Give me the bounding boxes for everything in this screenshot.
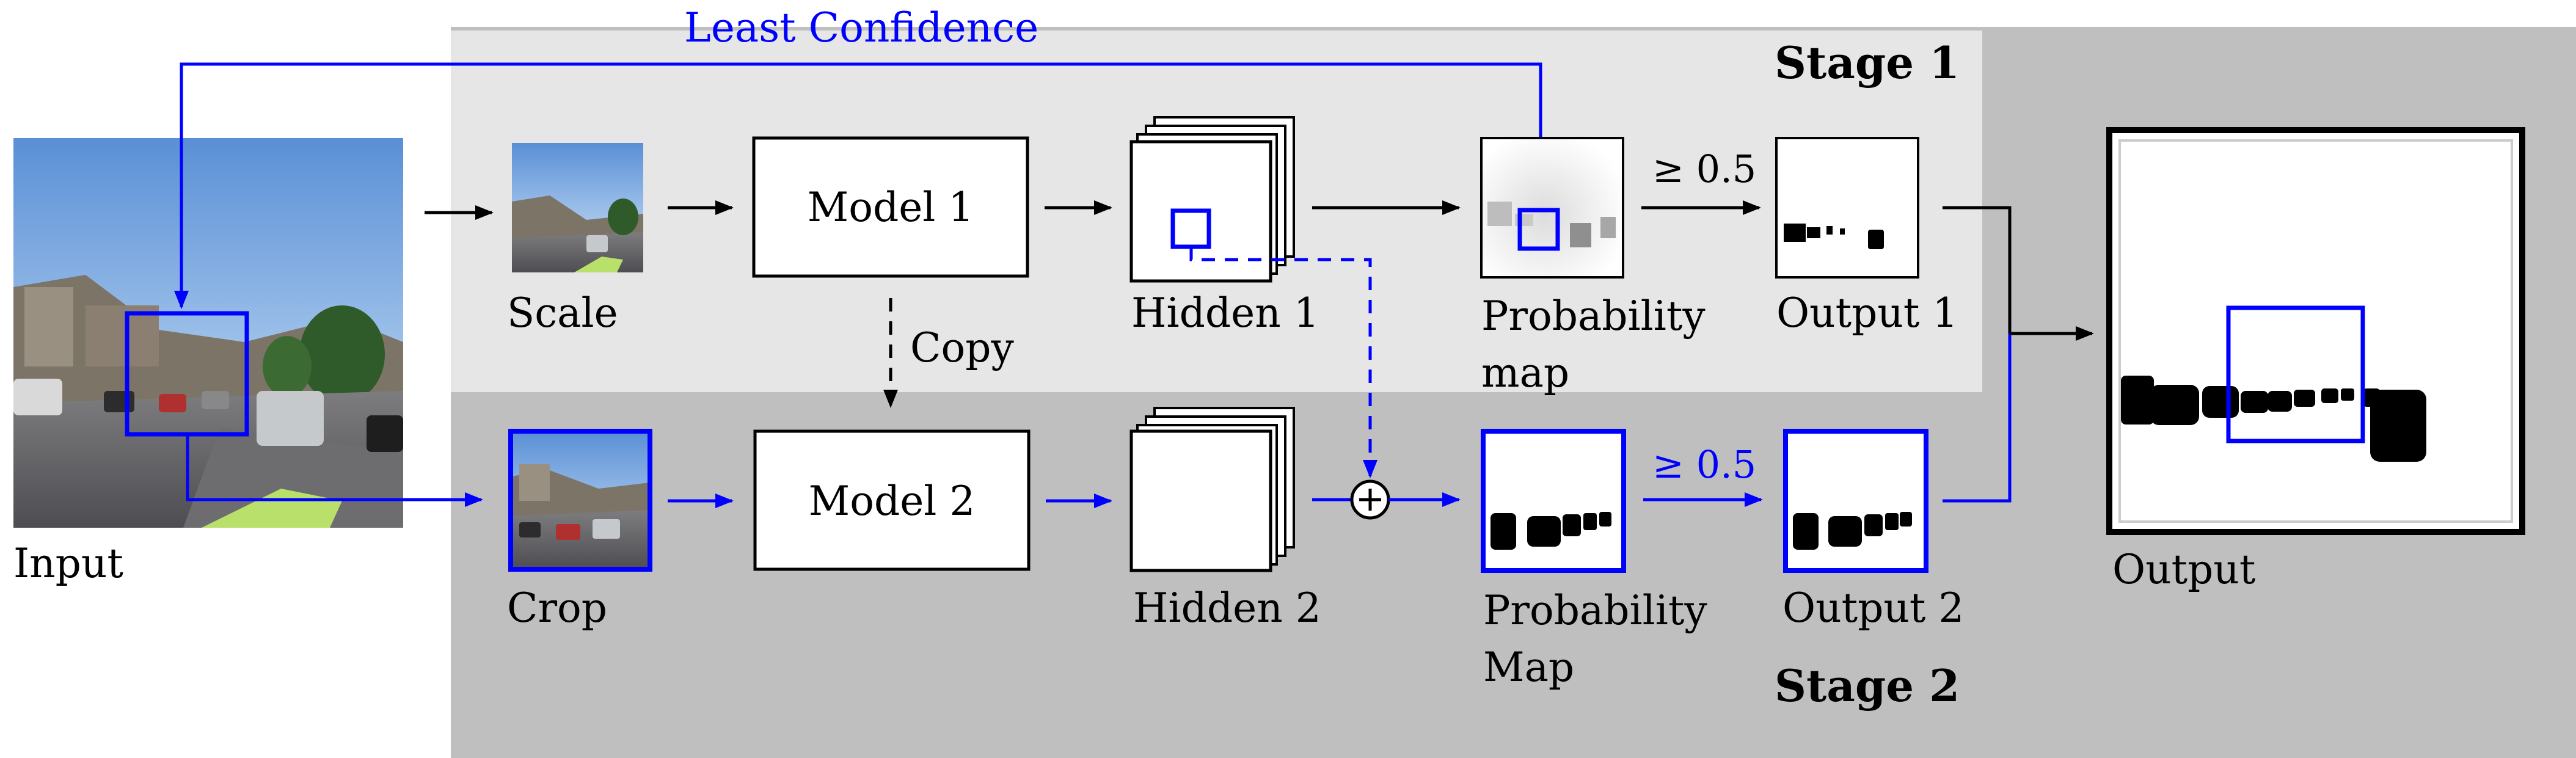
- probmap1-label-line1: Probability: [1481, 293, 1706, 340]
- probmap1-image: [1480, 137, 1624, 279]
- output-label: Output: [2112, 546, 2255, 593]
- probmap2-label-line2: Map: [1483, 644, 1574, 691]
- hidden2-label: Hidden 2: [1133, 585, 1321, 632]
- output1-to-merge-line: [1943, 206, 2012, 333]
- output2-to-merge-line: [1943, 333, 2012, 503]
- combine-plus-node: [1350, 479, 1390, 520]
- output1-label: Output 1: [1776, 290, 1958, 337]
- final-output-region-box: [2226, 305, 2365, 443]
- input-label: Input: [13, 540, 123, 587]
- threshold2-label: ≥ 0.5: [1652, 442, 1756, 487]
- threshold1-label: ≥ 0.5: [1652, 147, 1756, 191]
- scale-label: Scale: [507, 290, 618, 337]
- crop-label: Crop: [507, 585, 607, 632]
- output1-image: [1775, 137, 1919, 279]
- stage1-title: Stage 1: [1775, 37, 1960, 89]
- probmap2-label-line1: Probability: [1483, 587, 1707, 634]
- copy-label: Copy: [910, 324, 1014, 371]
- output2-image: [1786, 431, 1926, 570]
- model1-label: Model 1: [808, 184, 974, 231]
- probmap1-region-box: [1517, 208, 1560, 251]
- model2-box: [753, 429, 1031, 571]
- probmap1-label-line2: map: [1481, 349, 1569, 396]
- hidden2-stack: [1129, 407, 1295, 572]
- least-confidence-label: Least Confidence: [684, 4, 1038, 51]
- crop-frame: [508, 429, 652, 572]
- hidden1-label: Hidden 1: [1131, 290, 1319, 337]
- output2-label: Output 2: [1782, 585, 1964, 632]
- stage2-title: Stage 2: [1775, 660, 1960, 712]
- model1-box: [752, 136, 1029, 278]
- hidden1-to-combine-arrow: [1189, 247, 1377, 478]
- hidden1-stack: [1129, 116, 1295, 283]
- model2-label: Model 2: [809, 478, 976, 525]
- final-output-image: [2106, 127, 2525, 535]
- input-image: [13, 138, 403, 528]
- scale-image: [512, 143, 643, 272]
- input-to-crop-arrow: [186, 434, 483, 507]
- output2-frame: [1783, 429, 1928, 573]
- probmap2-image: [1483, 431, 1624, 570]
- crop-image: [511, 431, 650, 569]
- probmap2-frame: [1481, 429, 1626, 573]
